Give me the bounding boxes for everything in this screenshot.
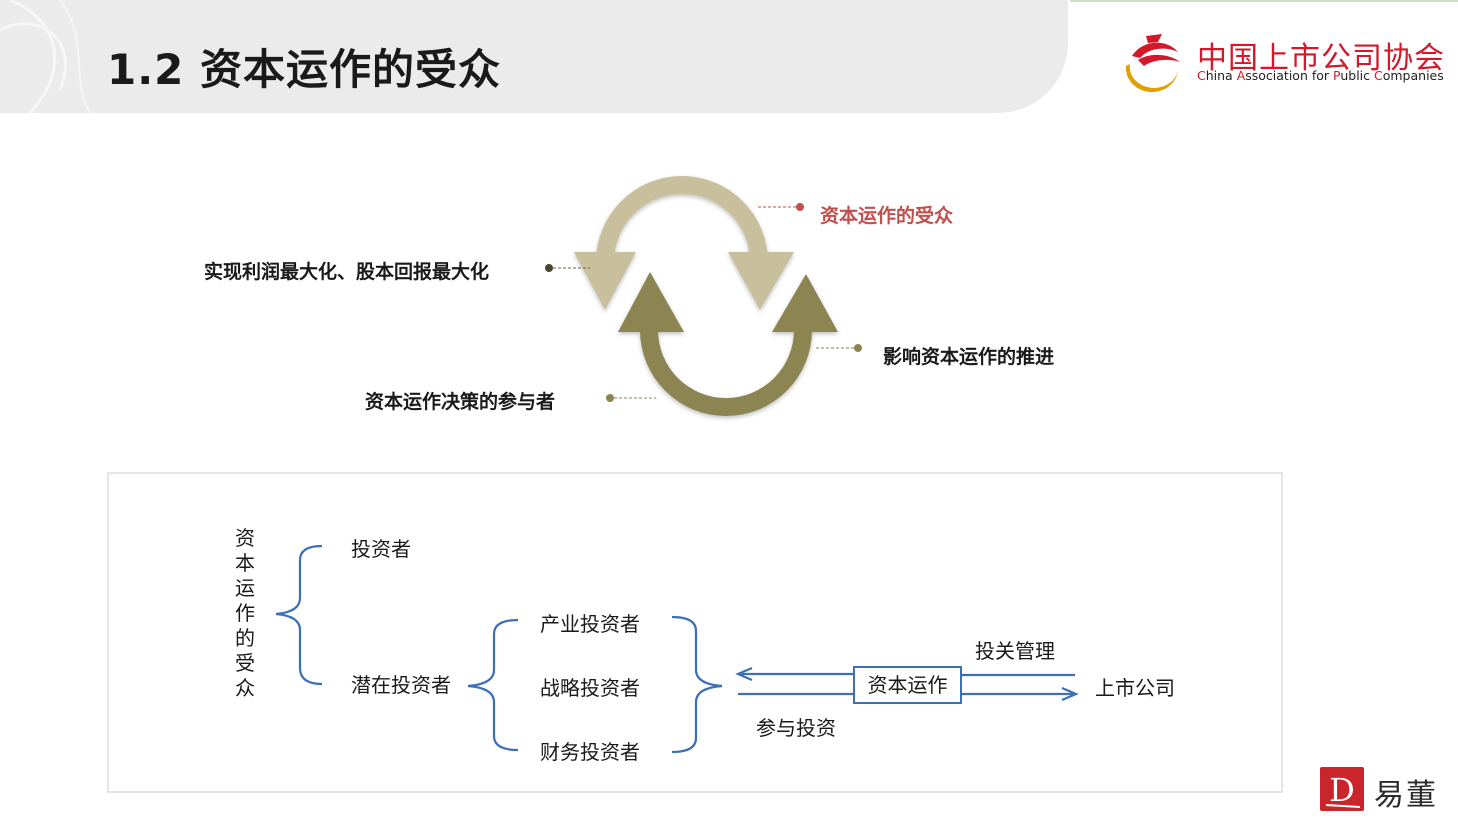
callout-participants — [606, 394, 656, 402]
label-goal: 实现利润最大化、股本回报最大化 — [204, 261, 490, 283]
root-brace — [275, 544, 323, 686]
participate-invest-label: 参与投资 — [756, 716, 836, 740]
logo-name-en: China Association for Public Companies — [1197, 68, 1444, 83]
header-rule — [1070, 0, 1458, 2]
potential-investor-label: 潜在投资者 — [351, 673, 451, 697]
strategic-investor-label: 战略投资者 — [540, 676, 640, 700]
callout-goal — [545, 264, 590, 272]
page-title: 1.2 资本运作的受众 — [107, 45, 502, 94]
callout-audience — [758, 203, 804, 211]
capital-operation-box: 资本运作 — [853, 666, 962, 704]
logo-name-cn: 中国上市公司协会 — [1197, 41, 1445, 76]
label-audience: 资本运作的受众 — [820, 205, 954, 227]
header-swirl-decoration — [0, 0, 91, 113]
yidong-logo-icon: D — [1320, 767, 1364, 811]
listed-company-label: 上市公司 — [1095, 676, 1175, 700]
label-influence: 影响资本运作的推进 — [883, 346, 1055, 368]
callout-influence — [816, 344, 862, 352]
investor-label: 投资者 — [351, 537, 411, 561]
industrial-investor-label: 产业投资者 — [540, 612, 640, 636]
upper-cycle-arrow — [574, 176, 794, 310]
sub-investors-brace — [671, 615, 723, 754]
csrc-logo-icon — [1125, 34, 1180, 92]
lower-cycle-arrow — [618, 272, 838, 416]
root-label: 资本运作的受众 — [235, 526, 255, 700]
label-participants: 资本运作决策的参与者 — [365, 391, 556, 413]
svg-text:D: D — [1329, 771, 1355, 809]
brand-name: 易董 — [1374, 778, 1438, 813]
cycle-diagram — [545, 176, 862, 416]
potential-brace — [467, 618, 519, 752]
investor-relations-label: 投关管理 — [975, 639, 1055, 663]
financial-investor-label: 财务投资者 — [540, 740, 640, 764]
header-band — [0, 0, 1068, 113]
